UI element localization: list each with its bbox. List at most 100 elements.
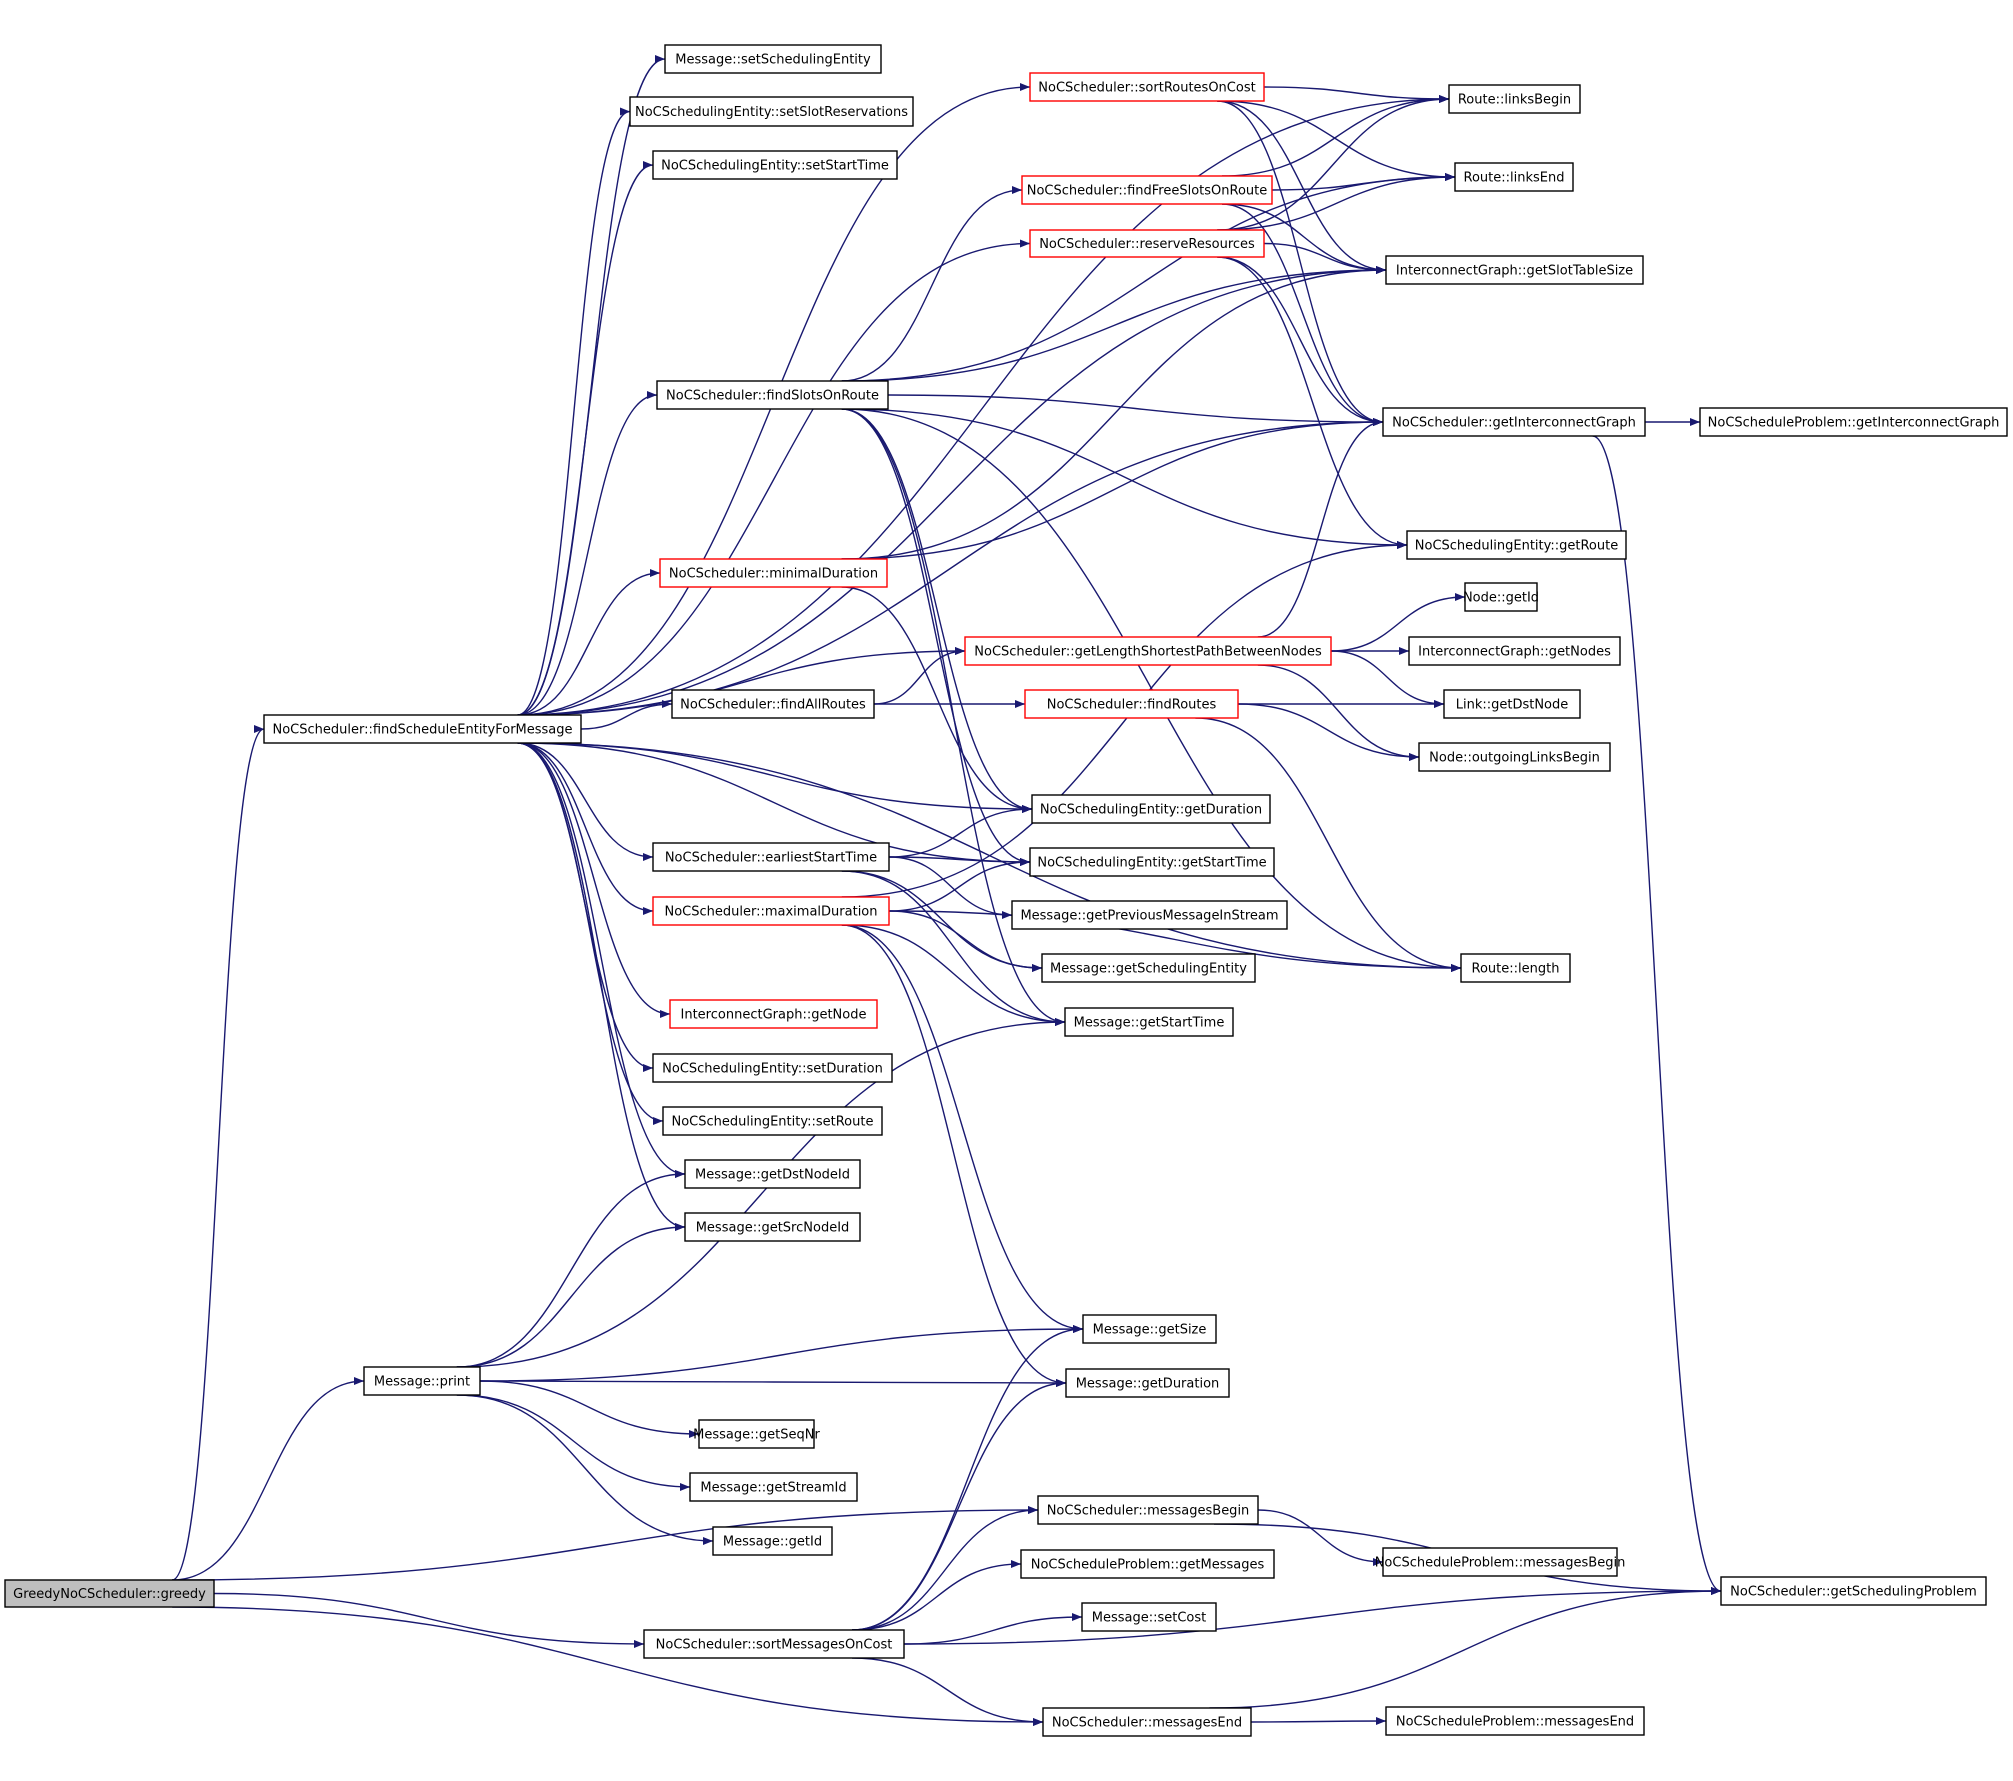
node-box[interactable] (1460, 953, 1571, 983)
node-box[interactable] (1029, 847, 1275, 877)
node-box[interactable] (1081, 1602, 1217, 1632)
graph-node-msgsBegin[interactable]: NoCScheduler::messagesBegin (1037, 1495, 1259, 1525)
graph-node-findSlots[interactable]: NoCScheduler::findSlotsOnRoute (656, 380, 889, 410)
graph-node-findAll[interactable]: NoCScheduler::findAllRoutes (671, 689, 875, 719)
node-box[interactable] (1064, 1007, 1234, 1037)
graph-node-seSetStart[interactable]: NoCSchedulingEntity::setStartTime (652, 150, 898, 180)
graph-node-linksBegin[interactable]: Route::linksBegin (1448, 84, 1581, 114)
graph-node-msgGetSE[interactable]: Message::getSchedulingEntity (1041, 953, 1256, 983)
graph-node-msgId[interactable]: Message::getId (712, 1526, 833, 1556)
graph-node-seGetDur[interactable]: NoCSchedulingEntity::getDuration (1031, 794, 1271, 824)
graph-node-routeLen[interactable]: Route::length (1460, 953, 1571, 983)
graph-node-greedy[interactable]: GreedyNoCScheduler::greedy (4, 1579, 215, 1608)
graph-node-msgSeq[interactable]: Message::getSeqNr (693, 1419, 820, 1449)
node-box[interactable] (964, 636, 1332, 666)
node-box[interactable] (1037, 1495, 1259, 1525)
graph-node-msgPrev[interactable]: Message::getPreviousMessageInStream (1011, 900, 1288, 930)
node-box[interactable] (363, 1366, 481, 1396)
node-box[interactable] (1406, 530, 1627, 560)
graph-node-msgsEnd[interactable]: NoCScheduler::messagesEnd (1042, 1707, 1252, 1737)
graph-node-sortMsgs[interactable]: NoCScheduler::sortMessagesOnCost (643, 1629, 905, 1659)
graph-node-msgDst[interactable]: Message::getDstNodeId (684, 1159, 861, 1189)
node-box[interactable] (1443, 689, 1581, 719)
node-box[interactable] (1699, 407, 2008, 437)
graph-node-seSetDur[interactable]: NoCSchedulingEntity::setDuration (652, 1053, 893, 1083)
graph-node-igGetNode[interactable]: InterconnectGraph::getNode (669, 999, 878, 1029)
node-box[interactable] (684, 1212, 861, 1242)
graph-node-sortRoutes[interactable]: NoCScheduler::sortRoutesOnCost (1029, 72, 1265, 102)
node-box[interactable] (659, 558, 888, 588)
node-box[interactable] (1020, 1549, 1275, 1579)
graph-node-seSetSlot[interactable]: NoCSchedulingEntity::setSlotReservations (629, 96, 914, 127)
graph-node-msgPrint[interactable]: Message::print (363, 1366, 481, 1396)
graph-node-seGetStart[interactable]: NoCSchedulingEntity::getStartTime (1029, 847, 1275, 877)
graph-node-probIG[interactable]: NoCScheduleProblem::getInterconnectGraph (1699, 407, 2008, 437)
graph-node-igGetNodes[interactable]: InterconnectGraph::getNodes (1408, 636, 1621, 666)
graph-node-probMsgsEnd[interactable]: NoCScheduleProblem::messagesEnd (1385, 1706, 1645, 1736)
node-box[interactable] (1720, 1576, 1987, 1606)
graph-node-outLinks[interactable]: Node::outgoingLinksBegin (1418, 742, 1611, 772)
node-box[interactable] (1065, 1368, 1230, 1398)
node-box[interactable] (1029, 72, 1265, 102)
node-box[interactable] (643, 1629, 905, 1659)
node-box[interactable] (669, 999, 878, 1029)
node-box[interactable] (684, 1159, 861, 1189)
node-box[interactable] (1031, 794, 1271, 824)
node-box[interactable] (1448, 84, 1581, 114)
node-box[interactable] (656, 380, 889, 410)
node-box[interactable] (1082, 1314, 1217, 1344)
node-box[interactable] (1021, 175, 1273, 205)
node-box[interactable] (1408, 636, 1621, 666)
graph-node-maxDur[interactable]: NoCScheduler::maximalDuration (652, 896, 890, 926)
graph-node-msgSrc[interactable]: Message::getSrcNodeId (684, 1212, 861, 1242)
graph-node-fsefm[interactable]: NoCScheduler::findScheduleEntityForMessa… (263, 714, 582, 744)
node-box[interactable] (1041, 953, 1256, 983)
graph-node-findRoutes[interactable]: NoCScheduler::findRoutes (1024, 689, 1239, 719)
graph-node-earliest[interactable]: NoCScheduler::earliestStartTime (652, 842, 890, 872)
graph-node-probGetMsgs[interactable]: NoCScheduleProblem::getMessages (1020, 1549, 1275, 1579)
node-box[interactable] (629, 96, 914, 127)
node-box[interactable] (689, 1472, 858, 1502)
node-box[interactable] (1382, 407, 1646, 437)
graph-node-msgSize[interactable]: Message::getSize (1082, 1314, 1217, 1344)
node-box[interactable] (652, 150, 898, 180)
node-box[interactable] (1385, 255, 1644, 285)
graph-node-slotTable[interactable]: InterconnectGraph::getSlotTableSize (1385, 255, 1644, 285)
node-box[interactable] (1029, 229, 1265, 258)
graph-node-seSetRoute[interactable]: NoCSchedulingEntity::setRoute (662, 1106, 883, 1136)
graph-node-msgDur[interactable]: Message::getDuration (1065, 1368, 1230, 1398)
node-box[interactable] (1464, 582, 1538, 612)
graph-node-msgGetStart[interactable]: Message::getStartTime (1064, 1007, 1234, 1037)
node-box[interactable] (662, 1106, 883, 1136)
graph-node-linksEnd[interactable]: Route::linksEnd (1454, 162, 1574, 192)
node-box[interactable] (1454, 162, 1574, 192)
graph-node-seGetRoute[interactable]: NoCSchedulingEntity::getRoute (1406, 530, 1627, 560)
node-box[interactable] (1385, 1706, 1645, 1736)
node-box[interactable] (664, 44, 882, 74)
node-box[interactable] (4, 1579, 215, 1608)
graph-node-nodeGetId[interactable]: Node::getId (1463, 582, 1539, 612)
graph-node-msgSetCost[interactable]: Message::setCost (1081, 1602, 1217, 1632)
graph-node-minDur[interactable]: NoCScheduler::minimalDuration (659, 558, 888, 588)
node-box[interactable] (712, 1526, 833, 1556)
node-box[interactable] (1011, 900, 1288, 930)
graph-node-msgStream[interactable]: Message::getStreamId (689, 1472, 858, 1502)
graph-node-linkDst[interactable]: Link::getDstNode (1443, 689, 1581, 719)
graph-node-getSchedProb[interactable]: NoCScheduler::getSchedulingProblem (1720, 1576, 1987, 1606)
node-box[interactable] (263, 714, 582, 744)
node-box[interactable] (652, 1053, 893, 1083)
node-box[interactable] (1042, 1707, 1252, 1737)
graph-node-getIG[interactable]: NoCScheduler::getInterconnectGraph (1382, 407, 1646, 437)
graph-node-msgSetSE[interactable]: Message::setSchedulingEntity (664, 44, 882, 74)
node-box[interactable] (652, 896, 890, 926)
graph-node-probMsgsBegin[interactable]: NoCScheduleProblem::messagesBegin (1375, 1547, 1626, 1577)
node-box[interactable] (1382, 1547, 1618, 1577)
graph-node-shortest[interactable]: NoCScheduler::getLengthShortestPathBetwe… (964, 636, 1332, 666)
graph-node-findFree[interactable]: NoCScheduler::findFreeSlotsOnRoute (1021, 175, 1273, 205)
node-box[interactable] (652, 842, 890, 872)
node-box[interactable] (1024, 689, 1239, 719)
graph-node-reserve[interactable]: NoCScheduler::reserveResources (1029, 229, 1265, 258)
node-box[interactable] (1418, 742, 1611, 772)
node-box[interactable] (671, 689, 875, 719)
node-box[interactable] (698, 1419, 815, 1449)
